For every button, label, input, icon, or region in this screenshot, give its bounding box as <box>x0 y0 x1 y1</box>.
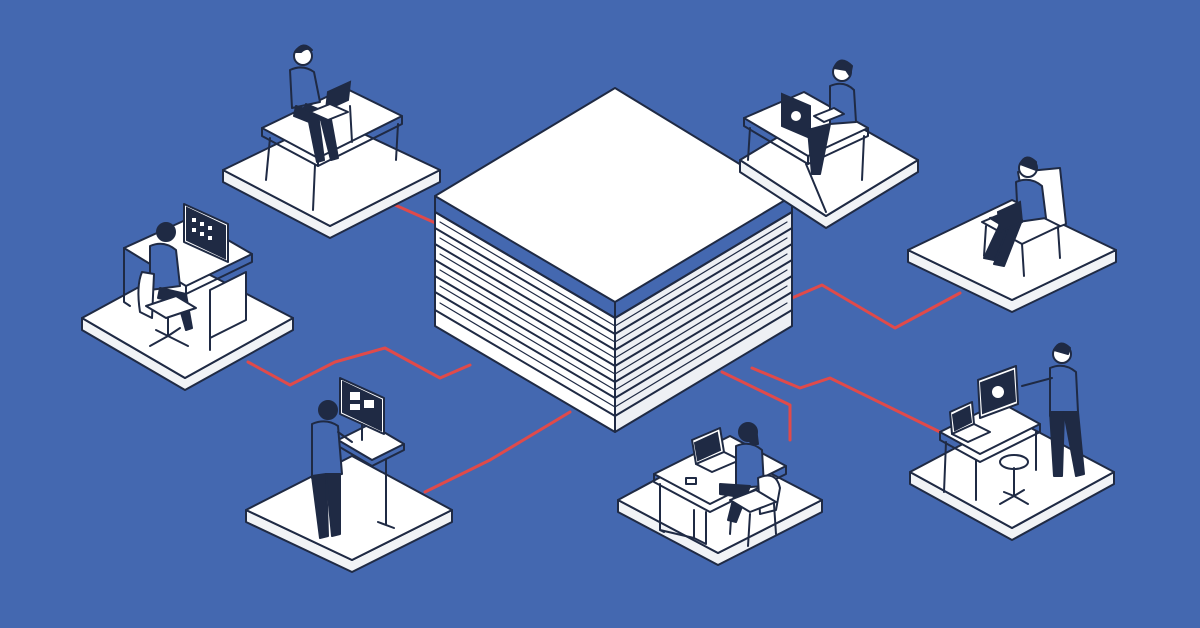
network-connections <box>246 203 962 494</box>
monitor-logo <box>791 111 801 121</box>
workstation-monitor-desk-2 <box>739 59 919 229</box>
connection-line <box>393 203 442 227</box>
monitor-screen <box>186 206 226 260</box>
laptop-screen <box>996 200 1024 234</box>
person <box>1021 342 1085 477</box>
monitor-pie-chart <box>992 386 1004 398</box>
connection-line <box>790 283 962 330</box>
server-layer-lines <box>434 227 793 417</box>
connection-line <box>246 346 472 387</box>
person <box>807 59 857 175</box>
workstation-monitor-desk <box>81 203 294 391</box>
desk-drawer <box>209 271 247 339</box>
workstation-standing-desk <box>245 377 453 573</box>
central-server-stack <box>434 87 793 433</box>
server-layer-lips <box>439 221 788 408</box>
monitor-icons <box>192 218 212 240</box>
laptop-screen <box>693 431 722 462</box>
connection-line <box>750 366 942 434</box>
workstation-laptop-desk <box>222 44 441 239</box>
monitor-icons <box>350 392 374 410</box>
laptop-base <box>951 423 991 443</box>
person <box>289 44 339 163</box>
connection-line <box>423 410 572 494</box>
laptop-screen <box>324 80 352 112</box>
workstation-presenter <box>909 342 1115 541</box>
chair <box>729 474 781 547</box>
laptop-base <box>309 103 349 121</box>
connection-line <box>720 370 792 442</box>
workstation-laptop-chair <box>617 422 823 566</box>
office-chair <box>137 271 197 347</box>
laptop-screen <box>951 405 973 432</box>
stool <box>999 454 1029 505</box>
person <box>311 400 353 539</box>
workstation-armchair-laptop <box>907 156 1117 313</box>
platform-top <box>245 455 453 561</box>
